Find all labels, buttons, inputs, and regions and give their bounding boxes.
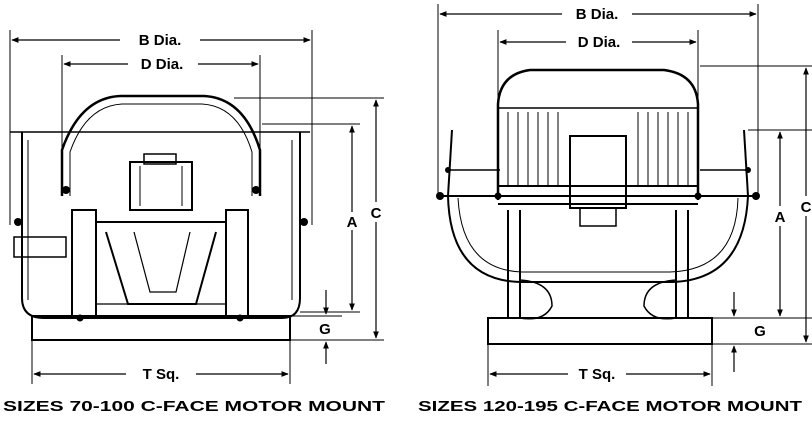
label-b-dia: B Dia. — [576, 6, 619, 23]
motor — [569, 135, 627, 227]
dimensions-left — [9, 30, 384, 384]
drawing-120-195: B Dia. D Dia. A C G T Sq. SIZES 120-195 … — [418, 4, 812, 415]
caption-120-195: SIZES 120-195 C-FACE MOTOR MOUNT — [418, 399, 802, 415]
label-b-dia: B Dia. — [139, 32, 182, 49]
dimensions-right — [437, 4, 812, 386]
bolts — [14, 186, 308, 322]
label-g: G — [754, 323, 766, 340]
caption-70-100: SIZES 70-100 C-FACE MOTOR MOUNT — [3, 399, 385, 415]
dome-cover — [496, 68, 700, 200]
label-a: A — [347, 214, 358, 231]
bowl-tank — [447, 195, 749, 283]
legs — [507, 210, 689, 320]
label-d-dia: D Dia. — [578, 34, 621, 51]
dome-cover — [60, 94, 262, 196]
label-d-dia: D Dia. — [141, 56, 184, 73]
bolts — [436, 167, 760, 200]
tank-body — [10, 131, 310, 319]
side-pipe — [13, 236, 67, 258]
label-g: G — [319, 321, 331, 338]
motor — [129, 153, 193, 211]
base-plate — [31, 315, 291, 341]
side-handles — [447, 129, 749, 197]
label-t-sq: T Sq. — [579, 366, 616, 383]
label-c: C — [371, 205, 382, 222]
label-a: A — [775, 209, 786, 226]
label-c: C — [801, 199, 812, 216]
base-plate — [487, 317, 713, 345]
label-t-sq: T Sq. — [143, 366, 180, 383]
mount-frame — [71, 209, 249, 317]
drawing-70-100: B Dia. D Dia. A C G T Sq. SIZES 70-100 C… — [3, 30, 385, 415]
cover-ribs — [507, 112, 689, 186]
